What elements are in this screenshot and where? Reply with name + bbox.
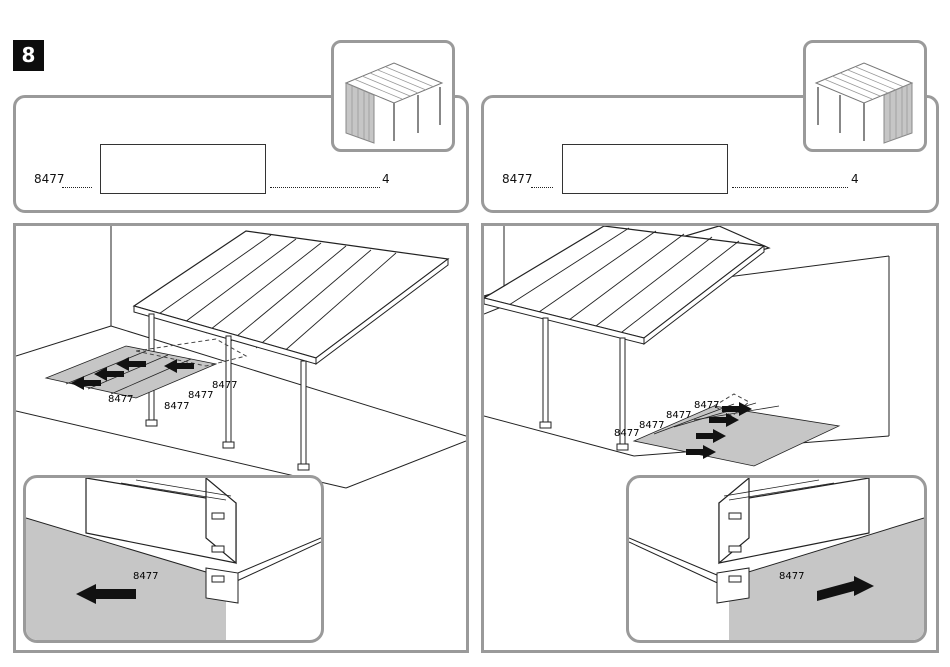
leader-dots	[732, 186, 848, 188]
channel-detail-illustration-left: 8477	[26, 478, 321, 640]
overview-thumbnail-left	[331, 40, 455, 152]
detail-inset-left: 8477	[23, 475, 324, 643]
pergola-overview-icon	[334, 43, 452, 149]
quantity-right: 4	[851, 172, 859, 186]
quantity-left: 4	[382, 172, 390, 186]
leader-dots	[270, 186, 380, 188]
detail-inset-right: 8477	[626, 475, 927, 643]
part-callout: 8477	[614, 428, 639, 439]
part-callout: 8477	[639, 420, 664, 431]
channel-detail-illustration-right: 8477	[629, 478, 924, 640]
part-image-field-right	[562, 144, 728, 194]
leader-dots	[531, 186, 553, 188]
overview-thumbnail-right	[803, 40, 927, 152]
part-callout: 8477	[108, 394, 133, 405]
part-callout: 8477	[694, 400, 719, 411]
part-image-field-left	[100, 144, 266, 194]
part-number-right: 8477	[502, 172, 533, 186]
leader-dots	[62, 186, 92, 188]
part-callout: 8477	[164, 401, 189, 412]
part-callout: 8477	[212, 380, 237, 391]
inset-part-label: 8477	[133, 571, 158, 582]
step-number-badge: 8	[13, 40, 44, 71]
pergola-overview-icon	[806, 43, 924, 149]
inset-part-label: 8477	[779, 571, 804, 582]
part-callout: 8477	[188, 390, 213, 401]
part-number-left: 8477	[34, 172, 65, 186]
part-callout: 8477	[666, 410, 691, 421]
